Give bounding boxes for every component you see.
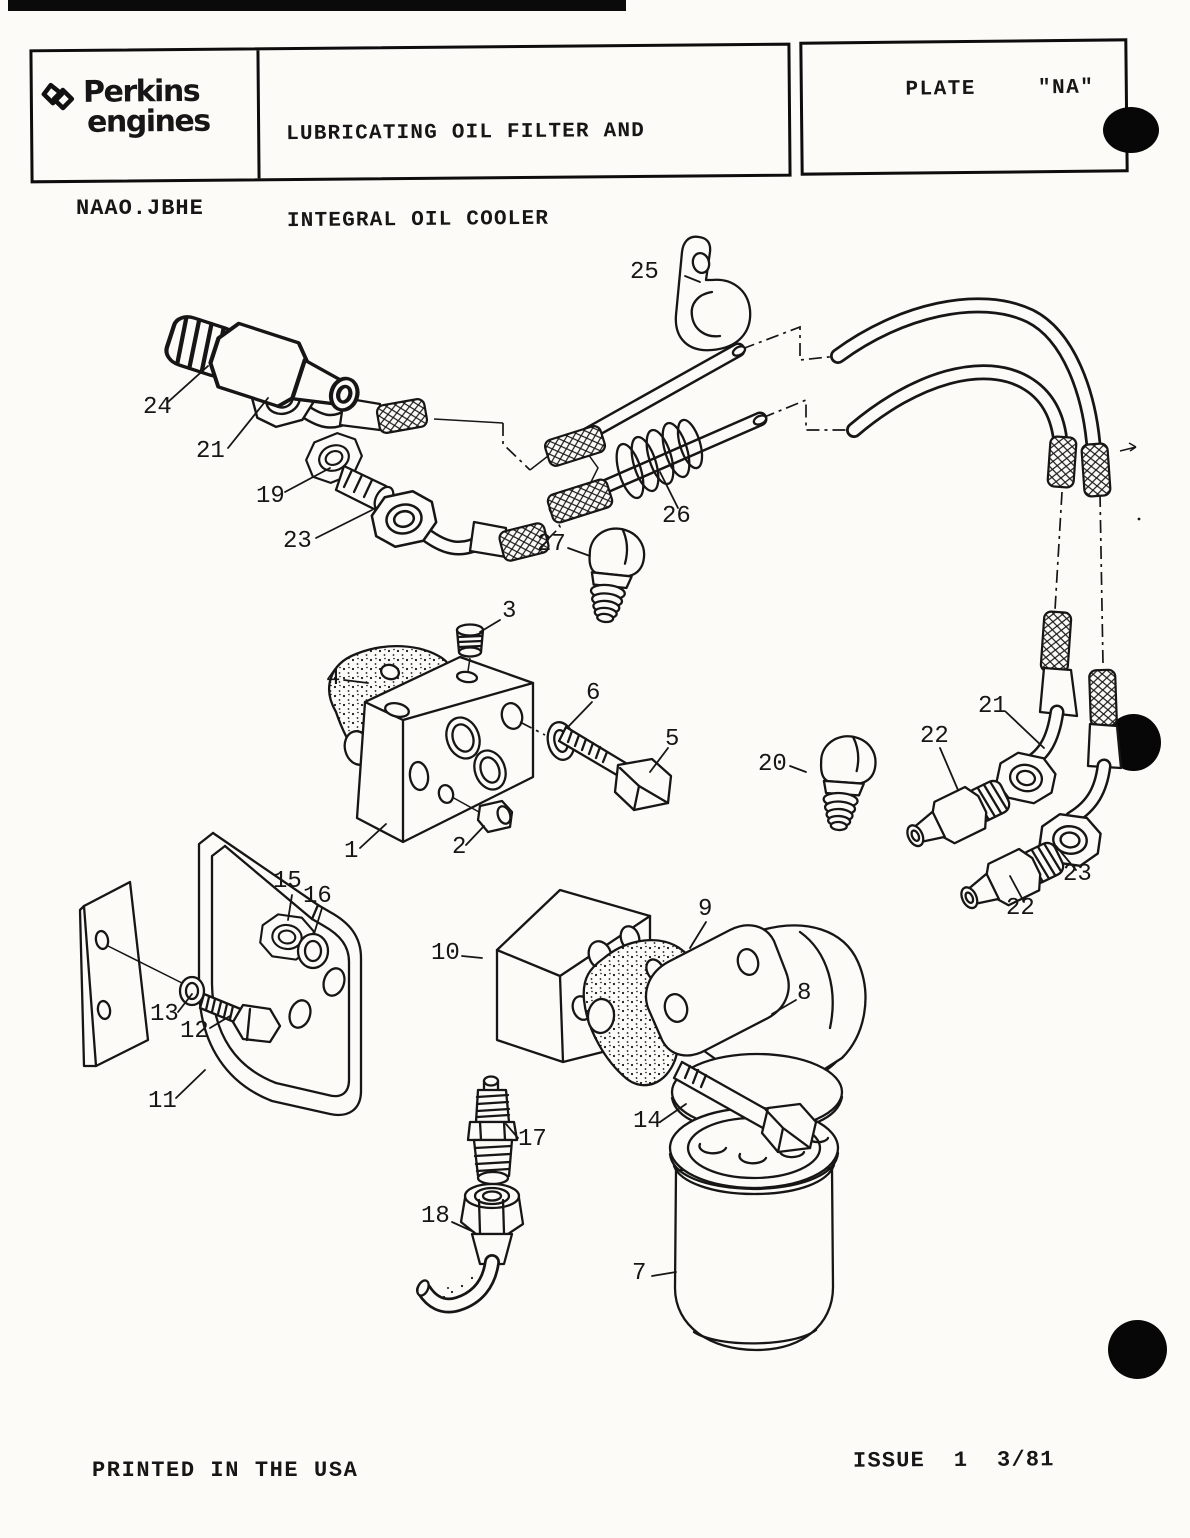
callout-5: 5 (665, 726, 680, 753)
callout-26: 26 (662, 503, 691, 530)
callout-7: 7 (632, 1260, 647, 1287)
part-adaptor-17 (466, 1075, 519, 1186)
part-oil-filter-7 (668, 1106, 840, 1352)
callout-17: 17 (518, 1126, 547, 1153)
part-hose-23-right (1036, 668, 1123, 870)
part-bolt-14 (672, 1060, 818, 1154)
callout-22-lower: 22 (1006, 895, 1035, 922)
part-hose-elbow-18 (416, 1182, 525, 1314)
callout-25: 25 (630, 259, 659, 286)
callout-10: 10 (431, 940, 460, 967)
callout-1: 1 (344, 838, 359, 865)
printed-in-usa-text: PRINTED IN THE USA (92, 1458, 359, 1483)
callout-15: 15 (273, 868, 302, 895)
header-title-box: Perkins engines LUBRICATING OIL FILTER A… (29, 42, 792, 233)
callout-11: 11 (148, 1088, 177, 1115)
part-plug-3 (455, 623, 485, 672)
callout-19: 19 (256, 483, 285, 510)
callout-13: 13 (150, 1001, 179, 1028)
callout-21-left: 21 (196, 438, 225, 465)
callout-12: 12 (180, 1018, 209, 1045)
model-code: NAAO.JBHE (76, 196, 204, 221)
callout-3: 3 (502, 598, 517, 625)
part-hose-21-right (992, 610, 1079, 808)
oil-pipes (543, 342, 768, 524)
callout-23-right: 23 (1063, 861, 1092, 888)
part-filter-head-8 (644, 924, 867, 1134)
part-bolt-5 (557, 725, 673, 812)
punch-hole-mark (1103, 107, 1159, 153)
part-adaptor-block-1 (355, 655, 535, 844)
callout-20: 20 (758, 751, 787, 778)
callout-23-left: 23 (283, 528, 312, 555)
part-washer-13 (178, 975, 206, 1007)
callout-9: 9 (698, 896, 713, 923)
callout-4: 4 (326, 665, 341, 692)
part-plug-2 (451, 796, 514, 834)
scan-artifact-bar (8, 0, 626, 11)
part-coil-26 (615, 418, 704, 500)
callout-22-upper: 22 (920, 723, 949, 750)
callout-leader-lines (167, 275, 1077, 1277)
callout-27: 27 (537, 531, 566, 558)
hose-arches (830, 297, 1141, 521)
callout-21-right: 21 (978, 693, 1007, 720)
callout-8: 8 (797, 980, 812, 1007)
callout-6: 6 (586, 680, 601, 707)
callout-24: 24 (143, 394, 172, 421)
part-bolt-12 (198, 992, 282, 1044)
callout-14: 14 (633, 1108, 662, 1135)
callout-16: 16 (303, 883, 332, 910)
part-elbow-20 (815, 733, 879, 834)
issue-text: ISSUE 1 3/81 (852, 1447, 1055, 1474)
part-clip-25 (674, 235, 752, 352)
part-bracket-11 (78, 831, 363, 1117)
part-washer-16 (296, 932, 330, 970)
callout-2: 2 (452, 834, 467, 861)
part-hose-23-left (367, 486, 550, 562)
callout-18: 18 (421, 1203, 450, 1230)
punch-hole-mark (1108, 1320, 1167, 1379)
part-elbow-27 (581, 524, 648, 627)
perkins-squares-logo-icon (41, 82, 83, 127)
brand-cell: Perkins engines (32, 50, 261, 181)
